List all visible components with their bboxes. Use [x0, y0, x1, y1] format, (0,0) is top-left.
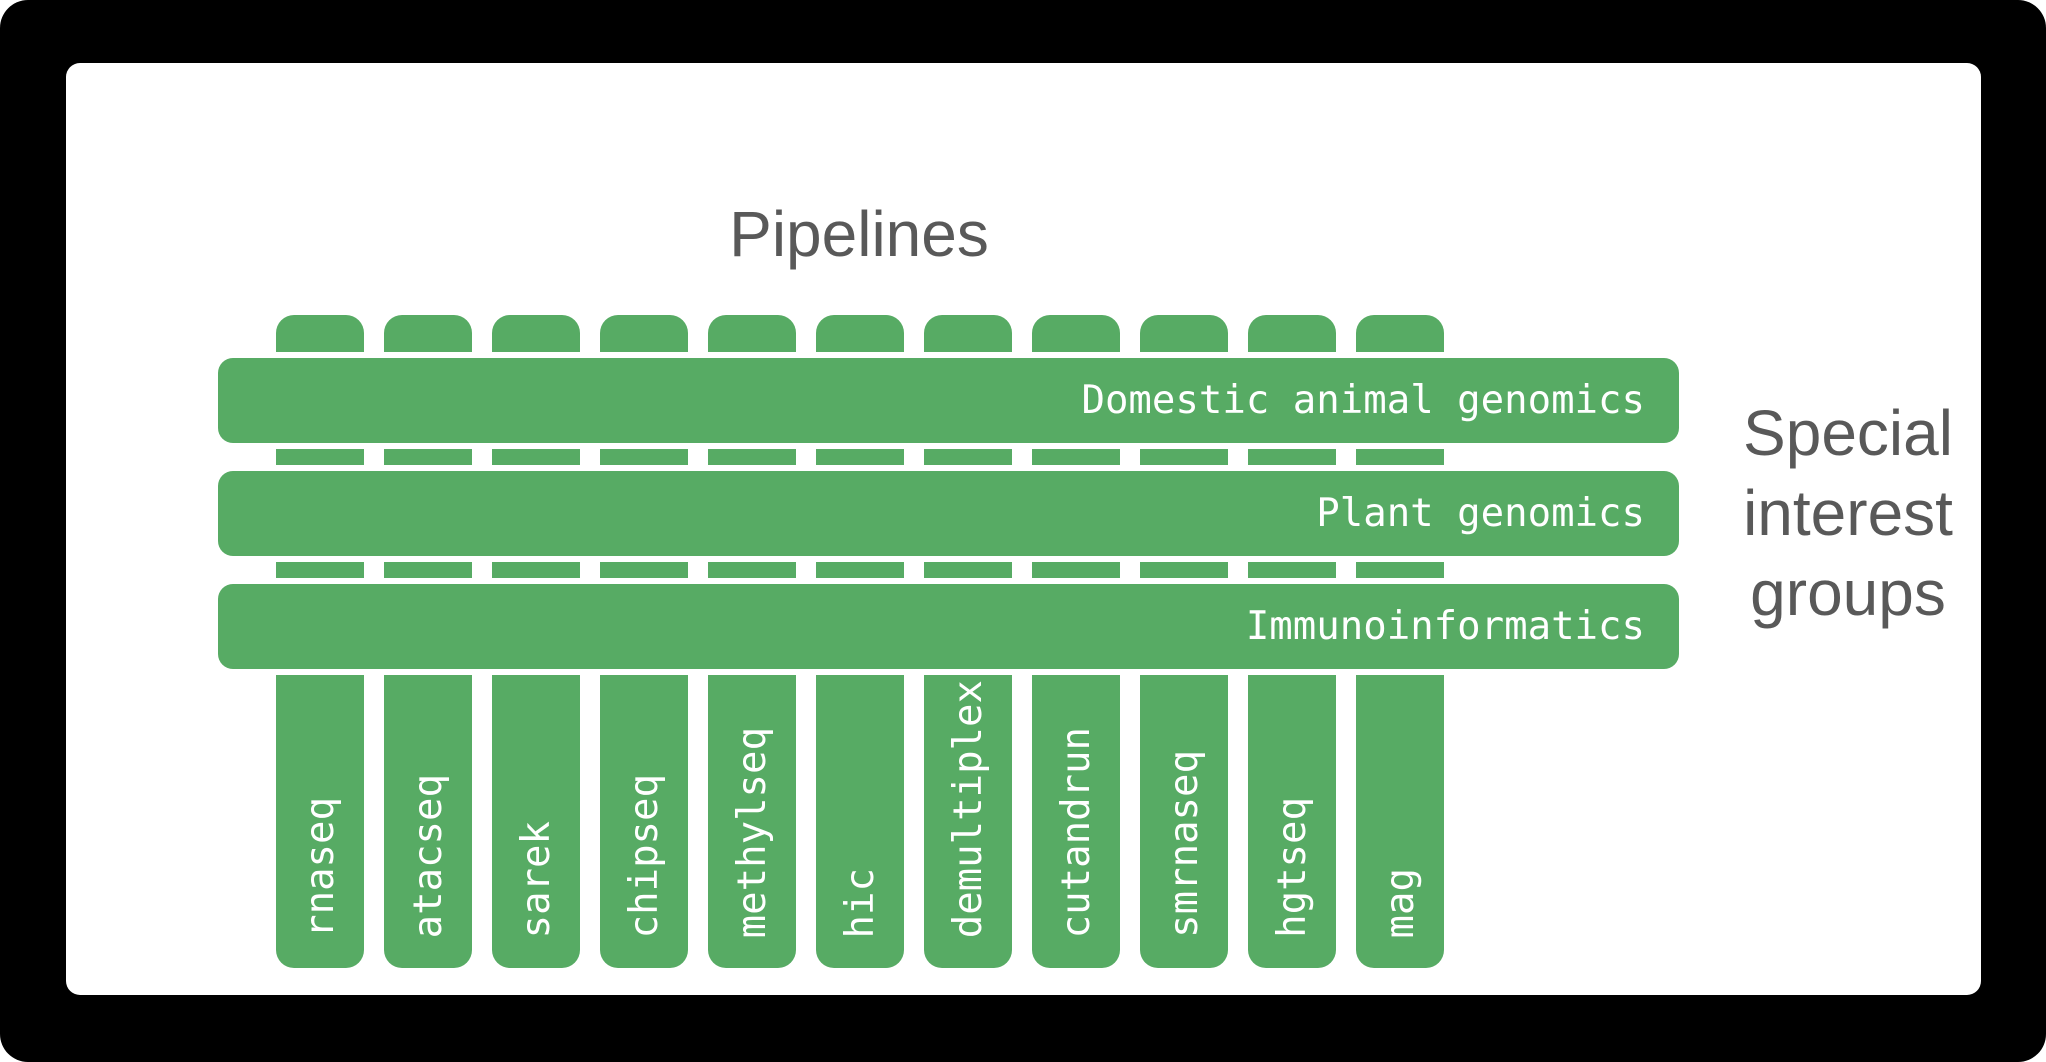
- pipeline-label-sarek: sarek: [513, 820, 559, 938]
- group-label-immunoinformatics: Immunoinformatics: [1245, 604, 1645, 649]
- group-label-domestic-animal-genomics: Domestic animal genomics: [1081, 378, 1645, 423]
- pipeline-label-rnaseq: rnaseq: [297, 797, 343, 938]
- pipeline-label-mag: mag: [1377, 867, 1423, 938]
- pipeline-label-hgtseq: hgtseq: [1269, 797, 1315, 938]
- group-bar-plant-genomics: Plant genomics: [218, 471, 1679, 556]
- pipeline-label-hic: hic: [837, 867, 883, 938]
- pipeline-label-chipseq: chipseq: [621, 773, 667, 938]
- special-interest-groups-caption: Special interest groups: [1648, 393, 2046, 633]
- pipeline-label-smrnaseq: smrnaseq: [1161, 750, 1207, 938]
- caption-line: groups: [1750, 557, 1946, 629]
- pipeline-label-methylseq: methylseq: [729, 726, 775, 938]
- pipeline-label-demultiplex: demultiplex: [945, 679, 991, 938]
- group-label-plant-genomics: Plant genomics: [1316, 491, 1645, 536]
- figure-card: Pipelines rnaseq atacseq sarek chipseq: [66, 63, 1981, 995]
- pipeline-label-cutandrun: cutandrun: [1053, 726, 1099, 938]
- group-bar-domestic-animal-genomics: Domestic animal genomics: [218, 358, 1679, 443]
- caption-line: interest: [1743, 477, 1953, 549]
- pipeline-label-atacseq: atacseq: [405, 773, 451, 938]
- caption-line: Special: [1743, 397, 1953, 469]
- pipelines-title: Pipelines: [729, 198, 989, 270]
- group-bar-immunoinformatics: Immunoinformatics: [218, 584, 1679, 669]
